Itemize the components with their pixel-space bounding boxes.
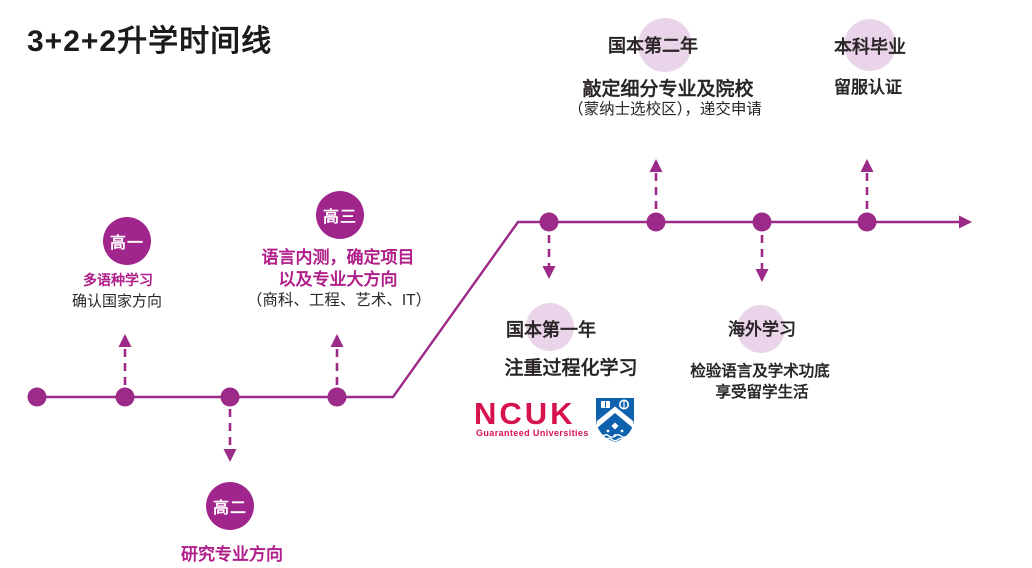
halo-graduation	[844, 19, 896, 71]
graduation-label: 本科毕业	[834, 37, 906, 57]
timeline-path	[37, 215, 972, 399]
halo-uni-year1	[526, 303, 574, 351]
halo-overseas	[737, 305, 785, 353]
gaosan-highlight-line1: 语言内测，确定项目	[261, 248, 415, 267]
overseas-note-line1: 检验语言及学术功底	[690, 363, 830, 380]
gaosan-note: （商科、工程、艺术、IT）	[246, 292, 432, 309]
stage-badge-gaoer-label: 高二	[212, 500, 247, 517]
uni-year1-label: 国本第一年	[506, 320, 596, 340]
graduation-note: 留服认证	[834, 78, 902, 97]
timeline-node	[646, 212, 666, 232]
stage-badge-gaoyi-label: 高一	[109, 235, 144, 252]
gaoyi-note: 确认国家方向	[71, 293, 163, 310]
ncuk-logo-tagline: Guaranteed Universities	[476, 428, 589, 438]
halo-uni-year2	[638, 18, 692, 72]
uni-year1-note: 注重过程化学习	[504, 358, 638, 379]
timeline-node	[27, 387, 47, 407]
uni-year2-label: 国本第二年	[608, 36, 698, 56]
gaoer-highlight: 研究专业方向	[181, 545, 283, 564]
page-title: 3+2+2升学时间线	[27, 25, 273, 58]
timeline-node	[327, 387, 347, 407]
gaosan-highlight-line2: 以及专业大方向	[278, 270, 398, 289]
ncuk-logo-wordmark: NCUK	[474, 396, 576, 431]
uni-year2-note-line2: （蒙纳士选校区），递交申请	[568, 101, 762, 118]
stage-badge-gaosan-label: 高三	[322, 209, 357, 226]
overseas-label: 海外学习	[728, 320, 796, 339]
monash-crest-icon	[596, 398, 634, 442]
timeline-node	[220, 387, 240, 407]
uni-year2-note-line1: 敲定细分专业及院校	[582, 79, 754, 100]
timeline-node	[857, 212, 877, 232]
timeline-node	[752, 212, 772, 232]
gaoyi-highlight: 多语种学习	[83, 272, 153, 288]
stage-badge-gaoer: 高二	[206, 482, 254, 530]
stage-badge-gaosan: 高三	[316, 191, 364, 239]
stage-badge-gaoyi: 高一	[103, 217, 151, 265]
timeline-node	[115, 387, 135, 407]
timeline-node	[539, 212, 559, 232]
overseas-note-line2: 享受留学生活	[715, 384, 809, 401]
